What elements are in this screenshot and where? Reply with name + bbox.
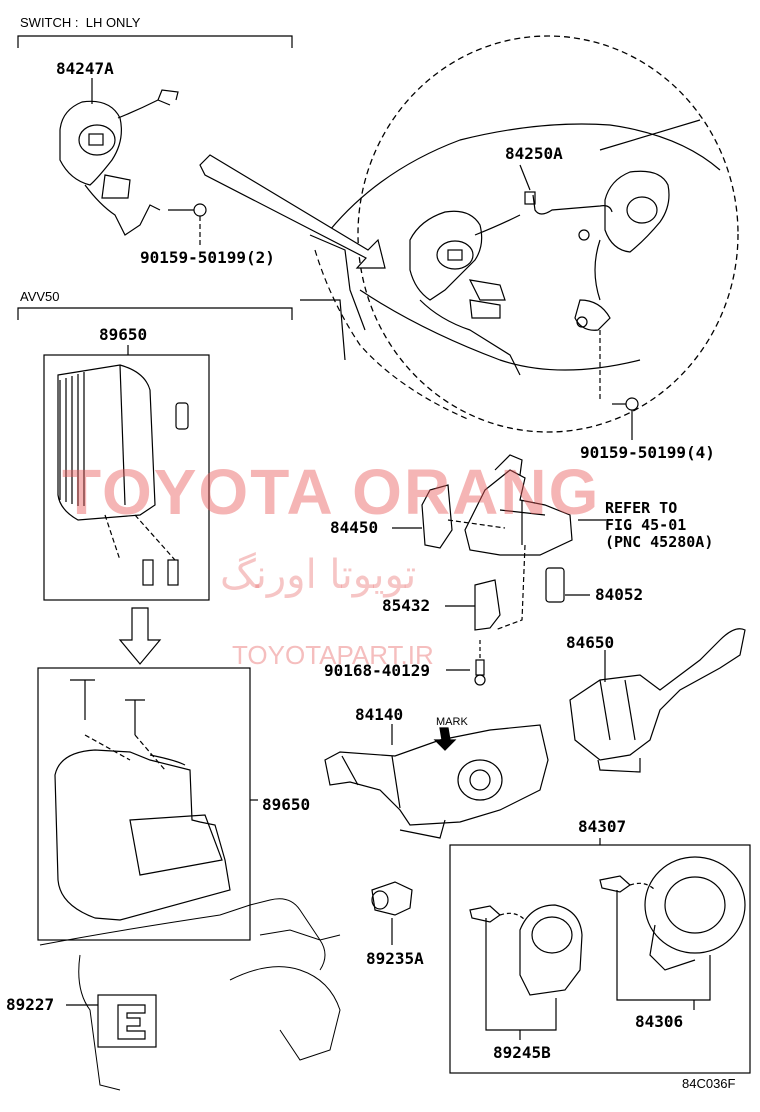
watermark-persian: تویوتا اورنگ <box>220 552 417 598</box>
part-84052 <box>545 567 590 603</box>
label-89650-side: 89650 <box>262 795 311 814</box>
steering-wheel <box>300 35 739 433</box>
label-89227: 89227 <box>6 995 55 1014</box>
part-84650 <box>569 628 746 773</box>
ignition-assembly <box>447 454 606 631</box>
switch-section-note: SWITCH : LH ONLY <box>20 15 141 30</box>
label-84140: 84140 <box>355 705 404 724</box>
label-mark: MARK <box>436 716 468 728</box>
refer-note-line1: REFER TO <box>605 499 678 517</box>
box-84307 <box>449 838 751 1074</box>
label-89235A: 89235A <box>366 949 424 968</box>
label-90159-50199-2: 90159-50199(2) <box>140 248 275 267</box>
body-outline <box>39 898 341 1091</box>
refer-note-line2: FIG 45-01 <box>605 516 687 534</box>
label-84250A: 84250A <box>505 144 563 163</box>
switch-84247A <box>59 89 207 248</box>
watermark-brand: TOYOTA ORANG <box>62 456 601 528</box>
screw-90159-right <box>599 330 639 440</box>
box-89650-lower <box>37 667 251 941</box>
part-85432 <box>445 579 501 631</box>
box-89650-top <box>43 354 210 601</box>
figure-code: 84C036F <box>682 1076 736 1091</box>
part-89227 <box>66 994 157 1048</box>
avv50-section-note: AVV50 <box>20 289 60 304</box>
watermark-site: TOYOTAPART.IR <box>232 640 434 670</box>
label-84306: 84306 <box>635 1012 684 1031</box>
leader-lines <box>91 78 695 1040</box>
label-84307: 84307 <box>578 817 627 836</box>
label-84450: 84450 <box>330 518 379 537</box>
section-bracket-switch <box>17 35 293 48</box>
refer-note-line3: (PNC 45280A) <box>605 533 714 551</box>
label-90168-40129: 90168-40129 <box>324 661 430 680</box>
label-89245B: 89245B <box>493 1043 551 1062</box>
screw-90168 <box>446 640 486 686</box>
part-84450 <box>392 484 453 549</box>
label-84052: 84052 <box>595 585 644 604</box>
part-84140 <box>324 724 549 839</box>
label-84247A: 84247A <box>56 59 114 78</box>
label-85432: 85432 <box>382 596 431 615</box>
part-89235A <box>371 881 413 945</box>
label-84650: 84650 <box>566 633 615 652</box>
label-89650-top: 89650 <box>99 325 148 344</box>
label-90159-50199-4: 90159-50199(4) <box>580 443 715 462</box>
down-arrow <box>118 607 162 665</box>
section-bracket-avv50 <box>17 307 293 320</box>
callout-arrow <box>199 154 386 269</box>
